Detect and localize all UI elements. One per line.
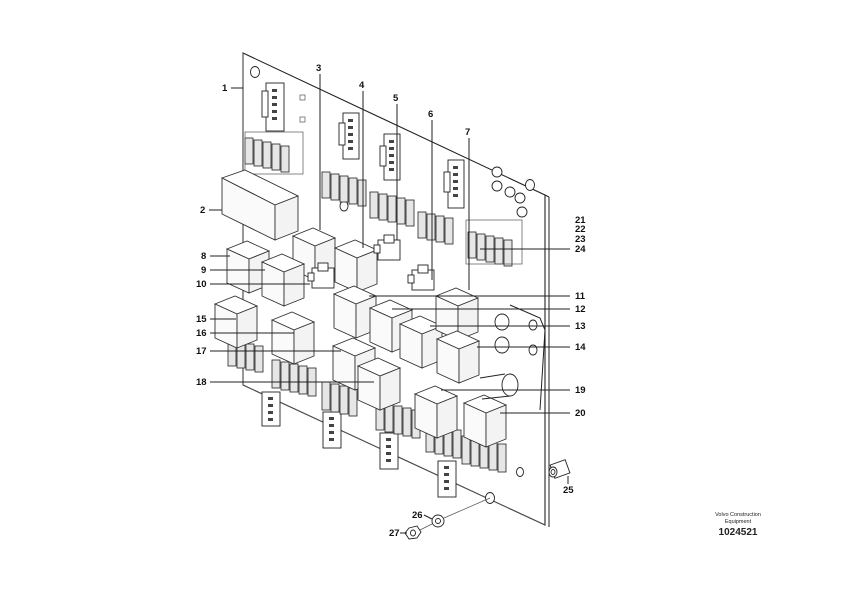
relay: [462, 394, 508, 448]
connector: [379, 133, 401, 181]
callout-label-25: 25: [563, 485, 574, 496]
relay-socket: [407, 264, 435, 291]
relays: [213, 227, 508, 448]
terminal-nut: [494, 313, 510, 331]
fuse-block: [417, 211, 454, 245]
callout-label-2: 2: [200, 205, 205, 216]
callout-label-20: 20: [575, 408, 586, 419]
relay-socket: [307, 262, 335, 289]
mounting-hole: [525, 179, 535, 191]
company-name-line2: Equipment: [724, 519, 752, 525]
fuse-block: [321, 381, 358, 417]
callout-label-6: 6: [428, 109, 433, 120]
callout-label-26: 26: [412, 510, 423, 521]
callout-label-15: 15: [196, 314, 207, 325]
relay: [398, 315, 444, 369]
relay: [356, 357, 402, 411]
fuse-block: [461, 435, 507, 473]
relay: [333, 239, 379, 293]
nut: [404, 525, 422, 540]
drawing-number: 1024521: [718, 527, 758, 538]
callout-label-3: 3: [316, 63, 321, 74]
connector: [443, 159, 465, 209]
connector: [338, 112, 360, 160]
spacer: [548, 459, 571, 479]
mounting-hole: [339, 200, 349, 212]
leader-lines: [209, 74, 570, 534]
relay: [270, 311, 316, 365]
mounting-hole: [516, 467, 524, 477]
callout-label-19: 19: [575, 385, 586, 396]
connector: [437, 460, 457, 498]
relay-socket: [373, 234, 401, 261]
relay: [413, 385, 459, 439]
fuse-block: [321, 171, 367, 207]
connector: [379, 432, 399, 470]
fuse-block: [227, 339, 264, 373]
callout-label-18: 18: [196, 377, 207, 388]
large-relay-module: [220, 169, 300, 241]
callout-label-11: 11: [575, 291, 586, 302]
callout-label-4: 4: [359, 80, 365, 91]
callout-label-21: 21: [575, 215, 586, 226]
callout-label-1: 1: [222, 83, 228, 94]
callout-label-23: 23: [575, 234, 586, 245]
callout-label-16: 16: [196, 328, 207, 339]
leader-line: [423, 514, 433, 520]
callout-label-13: 13: [575, 321, 586, 332]
mounting-hole: [250, 66, 260, 78]
company-name-line1: Volvo Construction: [715, 512, 761, 518]
connector: [322, 411, 342, 449]
callout-label-17: 17: [196, 346, 207, 357]
connectors: [261, 82, 465, 498]
washer: [431, 514, 445, 528]
fuse-block: [369, 191, 415, 227]
callout-label-14: 14: [575, 342, 586, 353]
relay: [260, 253, 306, 307]
callout-label-22: 22: [575, 224, 586, 235]
brand-block: Volvo Construction Equipment 1024521: [683, 512, 793, 538]
relay: [213, 295, 259, 349]
connector: [261, 391, 281, 427]
callout-label-7: 7: [465, 127, 470, 138]
connector: [261, 82, 306, 132]
callout-labels: 1234567891011121314151617181920212223242…: [196, 63, 586, 539]
callout-label-8: 8: [201, 251, 206, 262]
callout-label-12: 12: [575, 304, 586, 315]
callout-label-5: 5: [393, 93, 399, 104]
callout-label-10: 10: [196, 279, 207, 290]
relay: [291, 227, 337, 281]
terminal-nut: [494, 336, 510, 354]
callout-label-27: 27: [389, 528, 400, 539]
relay: [435, 330, 481, 384]
callout-label-9: 9: [201, 265, 206, 276]
callout-label-24: 24: [575, 244, 586, 255]
fuse-block: [244, 131, 304, 175]
